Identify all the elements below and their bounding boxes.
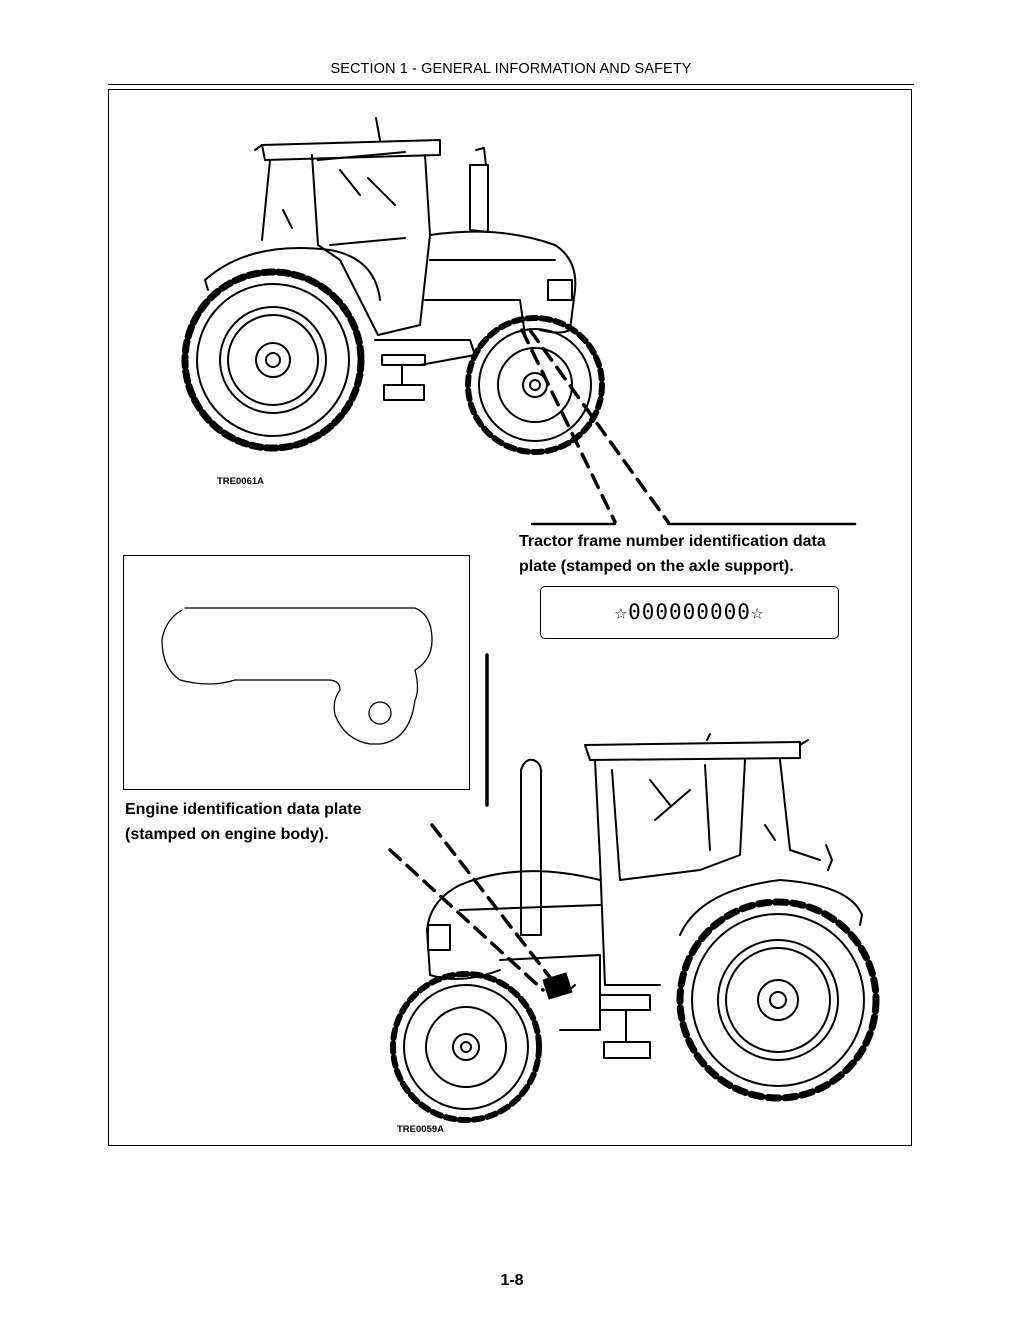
engine-plate-box <box>123 555 470 790</box>
figure-code-top: TRE0061A <box>217 476 264 487</box>
figure-code-bottom: TRE0059A <box>397 1124 444 1135</box>
engine-plate-callout: Engine identification data plate (stampe… <box>125 797 361 847</box>
engine-plate-leader-lines <box>388 823 554 992</box>
tractor-bottom-front-wheel <box>390 971 542 1123</box>
page-number: 1-8 <box>500 1272 524 1289</box>
engine-plate-outline <box>161 607 433 745</box>
frame-plate-callout-line1: Tractor frame number identification data <box>519 533 826 550</box>
tractor-top-rear-wheel <box>181 268 365 452</box>
tractor-bottom-rear-wheel <box>676 898 880 1102</box>
tractor-top-front-wheel <box>465 315 605 455</box>
serial-plate-box: ☆000000000☆ <box>540 586 839 639</box>
tractor-top-illustration <box>181 117 605 455</box>
tractor-bottom-illustration <box>390 733 880 1123</box>
header-rule <box>108 84 914 85</box>
frame-plate-leader-lines <box>520 328 670 524</box>
engine-plate-callout-line1: Engine identification data plate <box>125 801 362 818</box>
frame-plate-callout-line2: plate (stamped on the axle support). <box>519 558 794 575</box>
frame-plate-callout: Tractor frame number identification data… <box>519 529 826 579</box>
figure-frame <box>108 89 912 1146</box>
section-header: SECTION 1 - GENERAL INFORMATION AND SAFE… <box>330 61 692 77</box>
engine-plate-callout-line2: (stamped on engine body). <box>125 826 329 843</box>
serial-plate-number: ☆000000000☆ <box>614 600 765 624</box>
